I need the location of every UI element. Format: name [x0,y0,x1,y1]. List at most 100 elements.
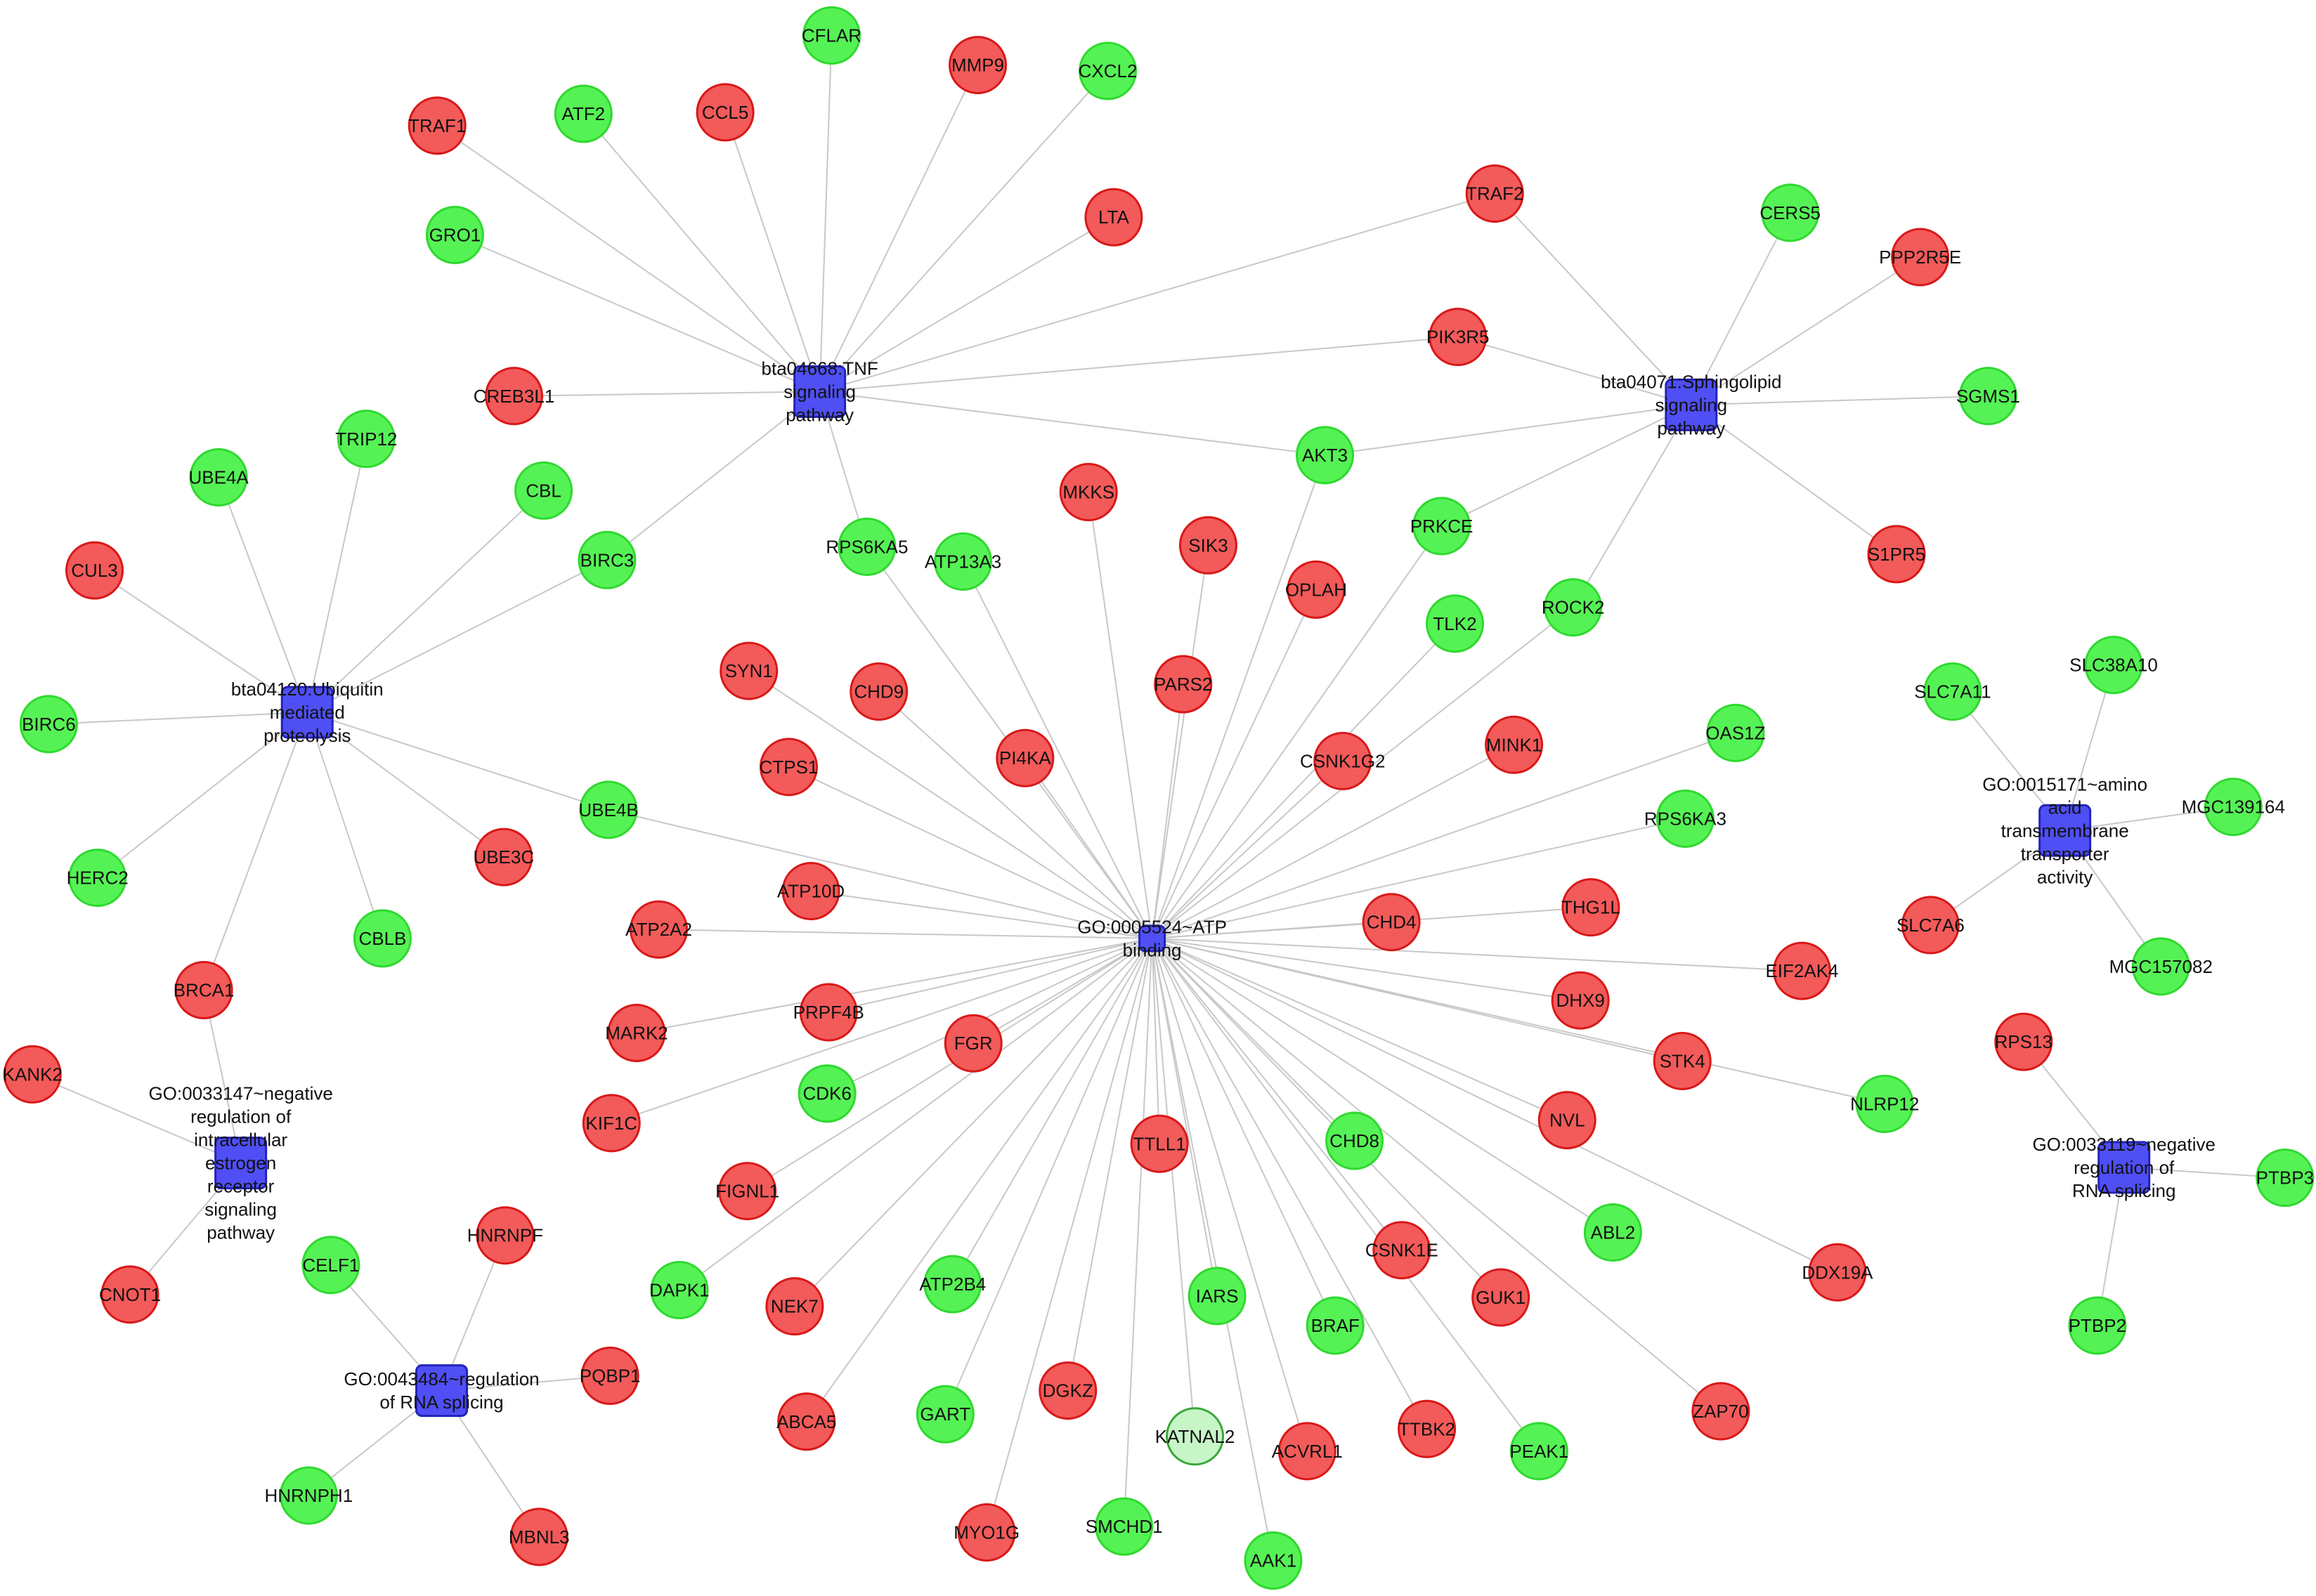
gene-node-s1pr5[interactable]: S1PR5 [1867,525,1926,584]
gene-node-smchd1[interactable]: SMCHD1 [1086,1497,1163,1556]
gene-node-mbnl3[interactable]: MBNL3 [509,1507,570,1566]
gene-node-oplah[interactable]: OPLAH [1285,560,1347,619]
gene-node-traf1[interactable]: TRAF1 [408,96,467,155]
gene-node-slc7a11[interactable]: SLC7A11 [1914,662,1991,721]
gene-node-atp13a3[interactable]: ATP13A3 [925,532,1001,591]
gene-node-syn1[interactable]: SYN1 [720,641,779,700]
gene-node-pqbp1[interactable]: PQBP1 [580,1347,641,1406]
gene-node-ube4a[interactable]: UBE4A [188,447,249,506]
gene-node-katnal2[interactable]: KATNAL2 [1155,1407,1235,1466]
gene-node-ube4b[interactable]: UBE4B [578,780,639,839]
gene-node-chd9[interactable]: CHD9 [850,662,909,721]
gene-node-cflar[interactable]: CFLAR [802,6,861,65]
gene-node-cxcl2[interactable]: CXCL2 [1079,41,1138,100]
gene-node-csnk1e[interactable]: CSNK1E [1365,1221,1438,1280]
gene-node-traf2[interactable]: TRAF2 [1465,164,1524,223]
gene-node-celf1[interactable]: CELF1 [301,1236,360,1295]
gene-node-cnot1[interactable]: CNOT1 [99,1265,161,1324]
gene-node-kank2[interactable]: KANK2 [3,1045,63,1104]
gene-node-prpf4b[interactable]: PRPF4B [793,983,864,1042]
gene-node-nlrp12[interactable]: NLRP12 [1850,1074,1919,1133]
gene-node-birc6[interactable]: BIRC6 [19,695,78,754]
gene-node-ptbp2[interactable]: PTBP2 [2068,1296,2127,1355]
gene-node-eif2ak4[interactable]: EIF2AK4 [1765,941,1839,1000]
gene-node-hnrnph1[interactable]: HNRNPH1 [264,1466,353,1525]
gene-node-zap70[interactable]: ZAP70 [1691,1382,1750,1441]
gene-node-tlk2[interactable]: TLK2 [1426,594,1485,653]
gene-node-ptbp3[interactable]: PTBP3 [2256,1149,2315,1208]
gene-node-atp2b4[interactable]: ATP2B4 [919,1255,986,1314]
gene-node-sik3[interactable]: SIK3 [1178,516,1237,575]
gene-node-nek7[interactable]: NEK7 [765,1277,824,1336]
gene-node-rps13[interactable]: RPS13 [1994,1012,2053,1071]
gene-node-atf2[interactable]: ATF2 [554,84,613,143]
gene-node-oas1z[interactable]: OAS1Z [1705,703,1766,762]
gene-node-birc3[interactable]: BIRC3 [578,530,637,589]
gene-node-gart[interactable]: GART [916,1385,975,1444]
gene-node-sgms1[interactable]: SGMS1 [1956,367,2020,426]
gene-node-mark2[interactable]: MARK2 [605,1003,668,1062]
gene-node-ttll1[interactable]: TTLL1 [1130,1114,1189,1173]
gene-node-cblb[interactable]: CBLB [353,909,412,968]
gene-node-akt3[interactable]: AKT3 [1296,426,1355,485]
gene-node-rps6ka5[interactable]: RPS6KA5 [826,517,908,576]
gene-node-gro1[interactable]: GRO1 [425,205,484,264]
gene-node-peak1[interactable]: PEAK1 [1509,1422,1568,1481]
gene-node-herc2[interactable]: HERC2 [67,849,129,908]
gene-node-guk1[interactable]: GUK1 [1471,1268,1530,1327]
gene-node-aak1[interactable]: AAK1 [1244,1531,1303,1590]
gene-node-fgr[interactable]: FGR [944,1014,1003,1073]
gene-node-cers5[interactable]: CERS5 [1759,183,1821,242]
gene-node-csnk1g2[interactable]: CSNK1G2 [1300,731,1385,790]
gene-node-ttbk2[interactable]: TTBK2 [1398,1399,1457,1458]
gene-node-abca5[interactable]: ABCA5 [776,1392,836,1451]
gene-node-stk4[interactable]: STK4 [1653,1031,1712,1090]
gene-node-pik3r5[interactable]: PIK3R5 [1426,308,1490,367]
gene-node-braf[interactable]: BRAF [1306,1296,1365,1355]
gene-node-pars2[interactable]: PARS2 [1154,655,1212,714]
gene-node-rock2[interactable]: ROCK2 [1542,578,1605,637]
gene-node-dapk1[interactable]: DAPK1 [649,1261,710,1320]
gene-node-slc7a6[interactable]: SLC7A6 [1897,896,1965,955]
gene-node-myo1g[interactable]: MYO1G [954,1503,1020,1562]
gene-node-pi4ka[interactable]: PI4KA [996,728,1055,787]
gene-node-dhx9[interactable]: DHX9 [1551,971,1610,1030]
gene-node-ctps1[interactable]: CTPS1 [760,738,819,797]
gene-node-prkce[interactable]: PRKCE [1410,497,1473,556]
gene-node-thg1l[interactable]: THG1L [1561,878,1620,937]
gene-node-lta[interactable]: LTA [1084,188,1143,247]
gene-node-mink1[interactable]: MINK1 [1485,715,1544,774]
gene-node-iars[interactable]: IARS [1188,1267,1247,1326]
gene-node-cbl[interactable]: CBL [514,461,573,520]
gene-node-mmp9[interactable]: MMP9 [949,36,1008,95]
gene-node-atp10d[interactable]: ATP10D [777,862,845,921]
gene-node-slc38a10[interactable]: SLC38A10 [2069,636,2158,695]
gene-node-atp2a2[interactable]: ATP2A2 [625,900,692,959]
gene-node-nvl[interactable]: NVL [1537,1091,1596,1150]
gene-node-mgc157082[interactable]: MGC157082 [2109,937,2213,996]
gene-node-creb3l1[interactable]: CREB3L1 [474,367,555,426]
gene-node-mkks[interactable]: MKKS [1059,463,1118,522]
gene-node-acvrl1[interactable]: ACVRL1 [1272,1422,1343,1481]
term-node-amino[interactable]: GO:0015171~aminoacidtransmembranetranspo… [1982,773,2147,887]
gene-node-mgc139164[interactable]: MGC139164 [2182,778,2285,837]
gene-node-rps6ka3[interactable]: RPS6KA3 [1644,789,1726,848]
gene-node-kif1c[interactable]: KIF1C [582,1094,641,1153]
gene-node-fignl1[interactable]: FIGNL1 [715,1162,779,1221]
gene-node-chd4[interactable]: CHD4 [1362,893,1421,952]
gene-node-trip12[interactable]: TRIP12 [335,410,397,469]
gene-node-brca1[interactable]: BRCA1 [174,960,235,1019]
gene-node-dgkz[interactable]: DGKZ [1039,1361,1098,1420]
gene-node-ube3c[interactable]: UBE3C [473,828,534,887]
gene-node-ppp2r5e[interactable]: PPP2R5E [1879,228,1961,287]
gene-node-hnrnpf[interactable]: HNRNPF [467,1206,543,1265]
gene-node-cdk6[interactable]: CDK6 [798,1064,857,1123]
gene-node-cul3[interactable]: CUL3 [65,541,124,600]
